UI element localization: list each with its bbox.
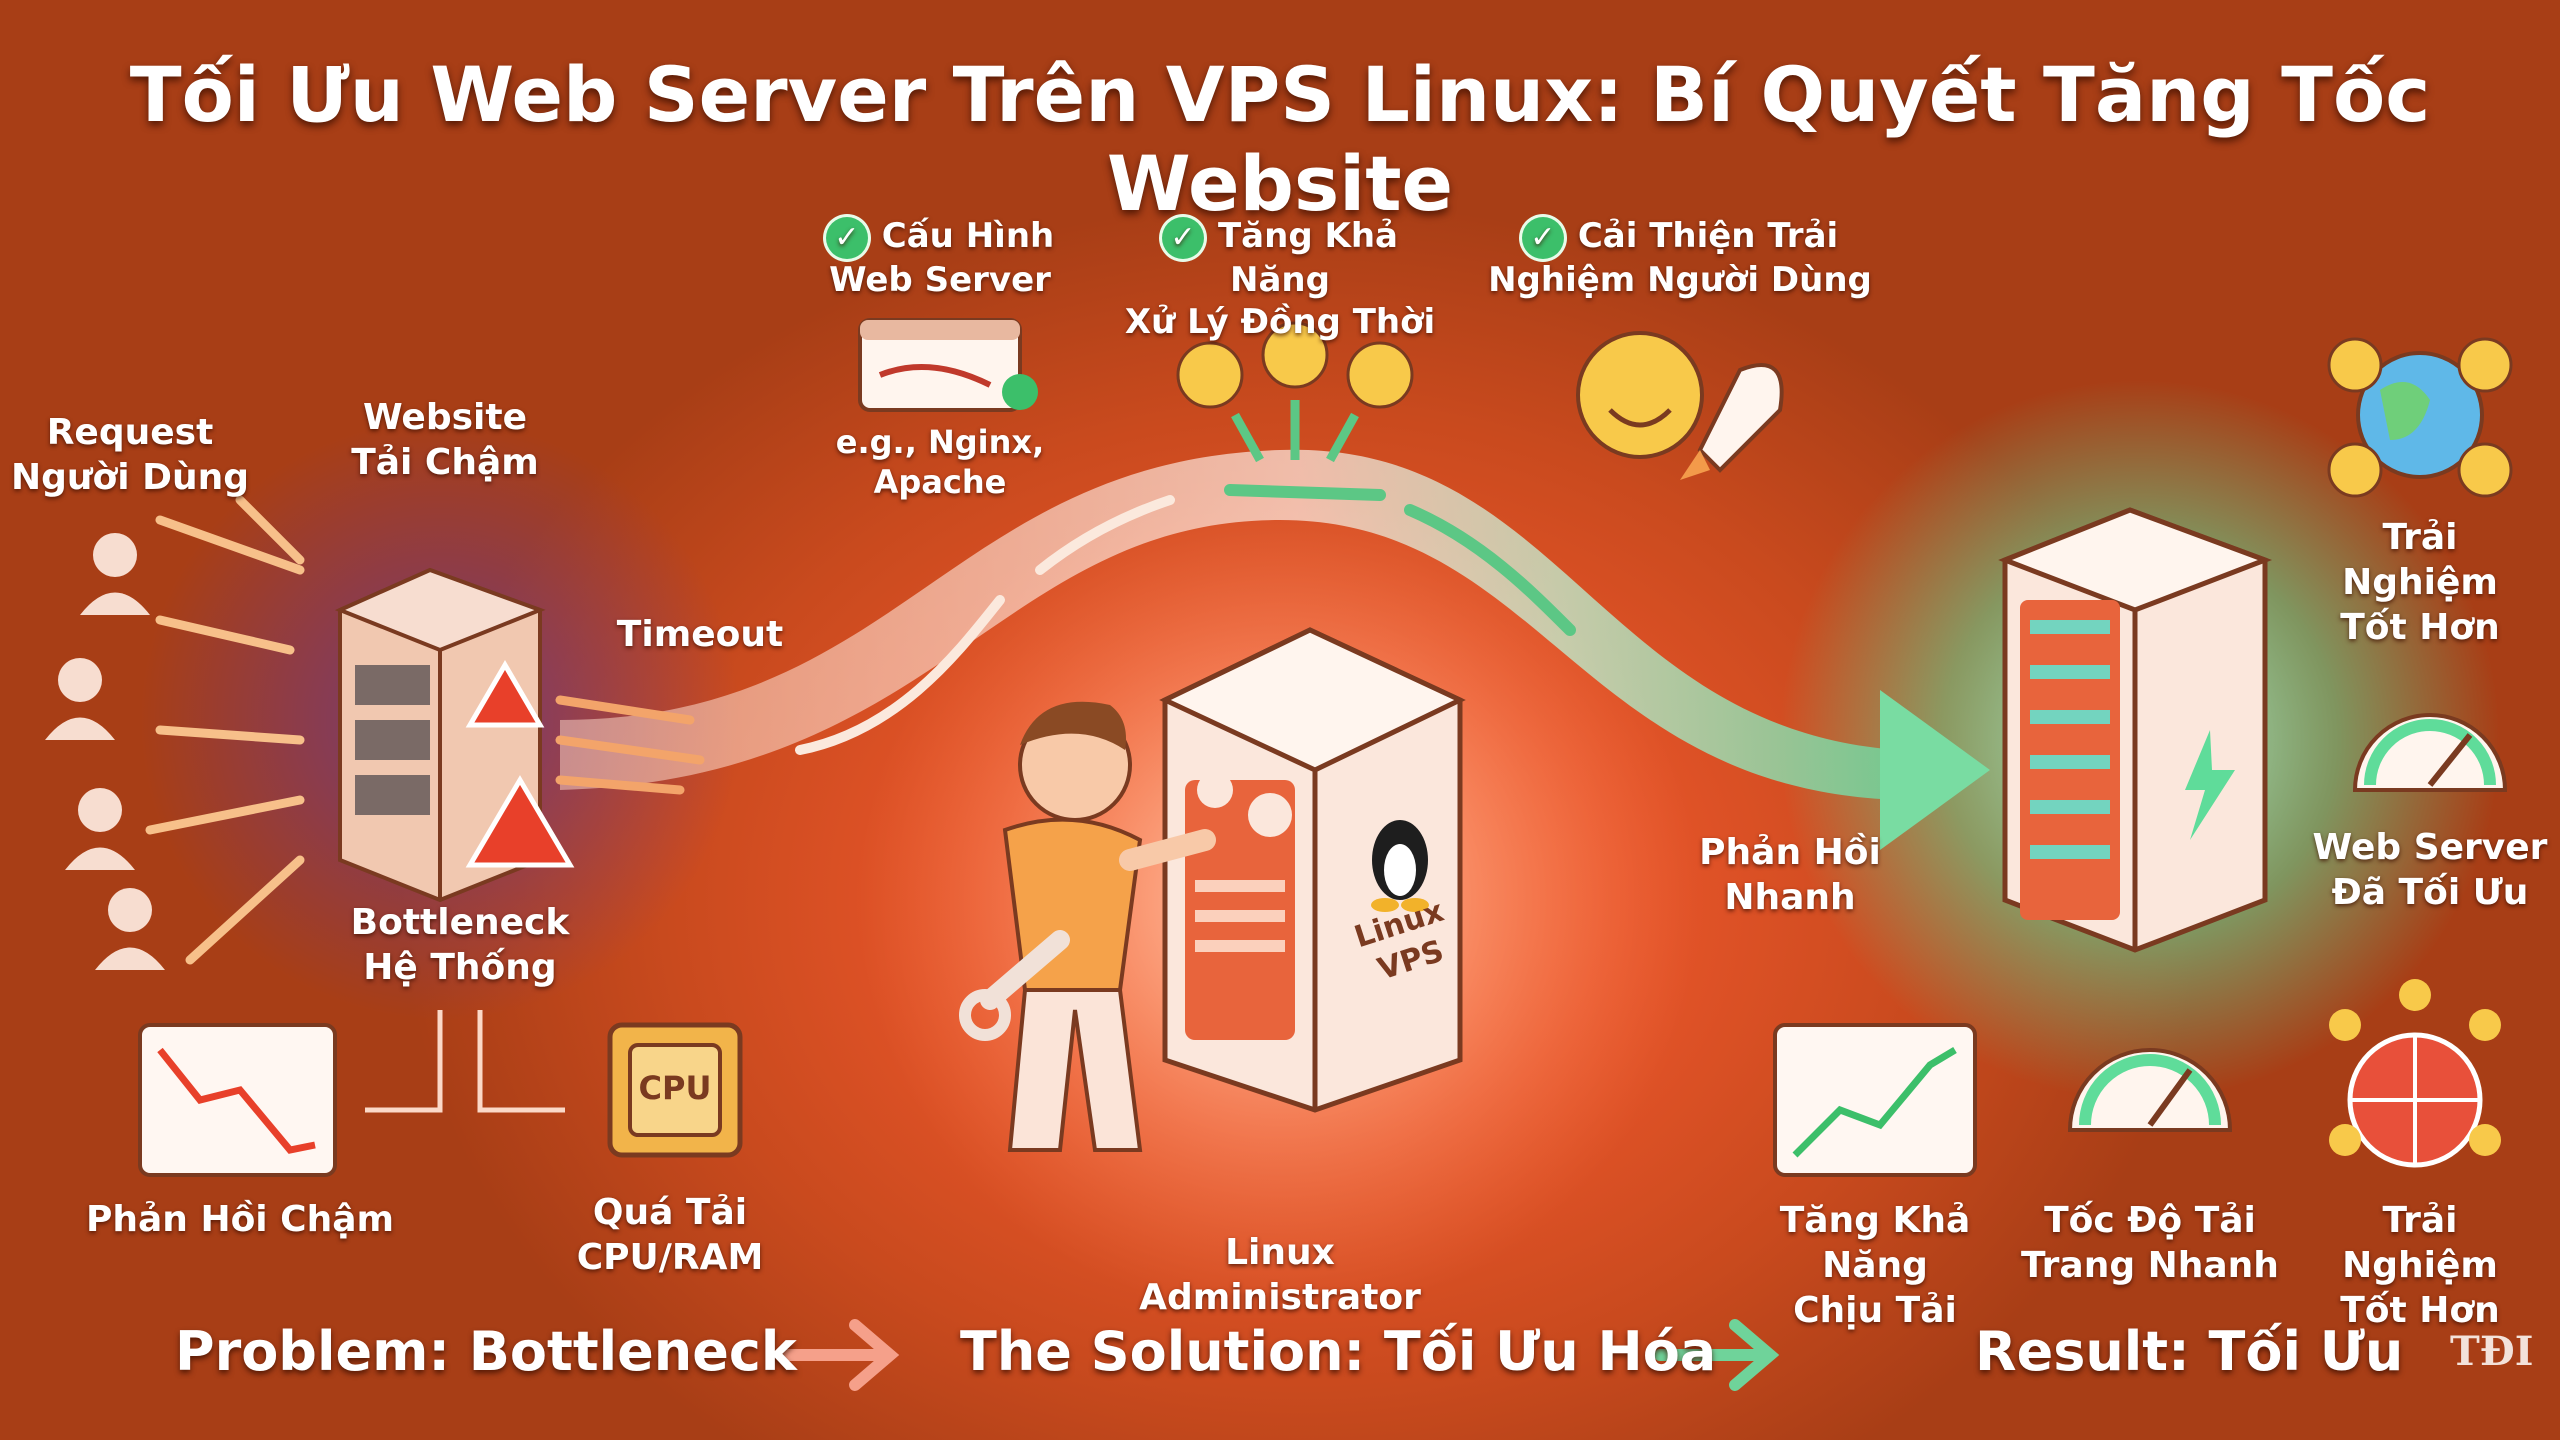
user-icon: [45, 533, 165, 970]
tux-penguin-icon: [1371, 820, 1429, 912]
connector-lines: [365, 1010, 565, 1113]
slow-response-label: Phản Hồi Chậm: [85, 1199, 395, 1240]
happy-face-icon: [1176, 321, 1704, 459]
green-band-arrows: [1224, 484, 1576, 636]
optimized-server: [1998, 507, 2273, 953]
check-icon: ✓: [1161, 216, 1204, 259]
flow-arrow-head: [1880, 690, 1990, 850]
check-icon: ✓: [825, 216, 868, 259]
wrench-icon: [959, 930, 1070, 1041]
slow-chart-icon: [138, 1023, 337, 1177]
footer-arrow-2: [1654, 1319, 1780, 1391]
flow-band: [560, 449, 1900, 800]
lightning-icon: [2185, 730, 2235, 840]
footer-arrow-1: [774, 1319, 900, 1391]
linux-vps-server: [1159, 627, 1466, 1113]
step-configure-example: e.g., Nginx,Apache: [835, 423, 1045, 501]
speed-gauge-icon: [2067, 713, 2508, 1132]
browser-window-icon: [858, 318, 1038, 412]
warning-icon: [465, 660, 575, 868]
rocket-icon: [1680, 363, 1784, 480]
request-arrows: [145, 495, 305, 965]
admin-label: Linux Administrator: [1139, 1232, 1421, 1318]
footer-solution: The Solution: Tối Ưu Hóa: [960, 1320, 1717, 1383]
footer-problem: Problem: Bottleneck: [175, 1320, 797, 1383]
check-icon: ✓: [1521, 216, 1564, 259]
step-ux-label: ✓Cải Thiện Trải Nghiệm Người Dùng: [1488, 216, 1872, 300]
footer-result: Result: Tối Ưu: [1975, 1320, 2404, 1383]
slow-server: [334, 567, 546, 903]
brand-logo: TĐI: [2450, 1328, 2534, 1375]
timeout-arrows: [555, 695, 705, 795]
step-concurrency-label: ✓Tăng Khả Năng Xử Lý Đồng Thời: [1124, 216, 1436, 342]
page-title: Tối Ưu Web Server Trên VPS Linux: Bí Quy…: [129, 50, 2431, 228]
people-globe-icon: [2329, 979, 2501, 1168]
growth-chart-icon: [1773, 1023, 1977, 1177]
timeout-label: Timeout: [616, 614, 784, 655]
band-arrows: [795, 495, 1175, 755]
step-configure-label: ✓Cấu Hình Web Server: [810, 215, 1070, 301]
smile-arrows: [1231, 400, 1359, 463]
cpu-chip-label: CPU: [638, 1069, 712, 1107]
cpu-chip-icon: [607, 1022, 743, 1158]
globe-icon: [2327, 337, 2513, 498]
